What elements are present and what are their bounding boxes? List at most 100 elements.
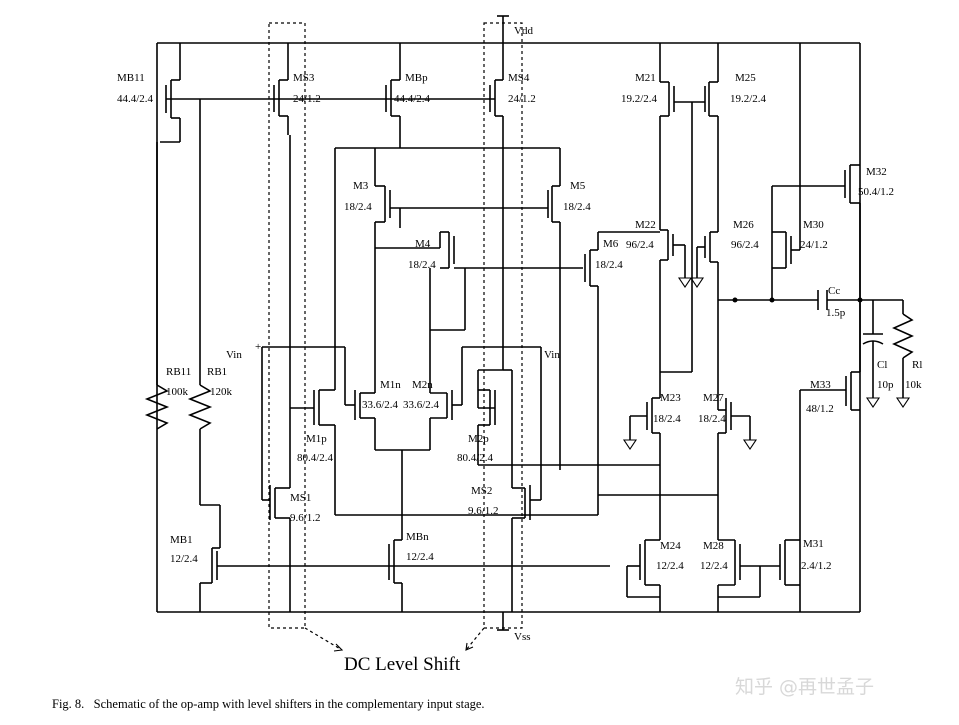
- m26-name: M26: [733, 219, 754, 231]
- cross-wire-lower: [335, 494, 718, 516]
- ms1-transistor: [262, 408, 291, 612]
- m4-name: M4: [415, 238, 431, 250]
- m32-transistor: [771, 164, 861, 300]
- m3-size: 18/2.4: [344, 201, 372, 213]
- m3-transistor: [335, 147, 560, 248]
- m21-transistor: [659, 43, 705, 230]
- m6-transistor: [584, 231, 660, 515]
- ms1-name: MS1: [290, 492, 311, 504]
- ms3-name: MS3: [293, 72, 315, 84]
- m2p-transistor: [477, 137, 660, 466]
- m1n-transistor: [345, 248, 376, 450]
- m28-name: M28: [703, 540, 724, 552]
- rb11-value: 100k: [166, 386, 189, 398]
- ms2-name: MS2: [471, 485, 492, 497]
- m26-size: 96/2.4: [731, 239, 759, 251]
- rb1-value: 120k: [210, 386, 233, 398]
- mbn-transistor: [388, 539, 403, 612]
- m1p-name: M1p: [306, 433, 327, 445]
- m27-transistor: [691, 366, 758, 540]
- m31-transistor: [760, 539, 800, 586]
- mb1-size: 12/2.4: [170, 553, 198, 565]
- m30-name: M30: [803, 219, 824, 231]
- m33-transistor: [799, 300, 861, 612]
- terminal-labels: Vdd Vss Vin + Vin: [226, 25, 560, 643]
- dc-level-shift-label: DC Level Shift: [344, 654, 461, 675]
- rl-value: 10k: [905, 379, 922, 391]
- m27-size: 18/2.4: [698, 413, 726, 425]
- m4-transistor: [375, 231, 583, 331]
- mbn-size: 12/2.4: [406, 551, 434, 563]
- m31-size: 2.4/1.2: [801, 560, 832, 572]
- m5-name: M5: [570, 180, 586, 192]
- vdd-rail: [156, 42, 861, 612]
- m22-size: 96/2.4: [626, 239, 654, 251]
- vss-label: Vss: [514, 631, 531, 643]
- mb1-name: MB1: [170, 534, 193, 546]
- m25-transistor: [704, 43, 719, 232]
- rb11-resistor: [144, 142, 170, 430]
- m26-transistor: [689, 120, 719, 366]
- mb11-transistor: [160, 43, 290, 143]
- m6-name: M6: [603, 238, 619, 250]
- m25-name: M25: [735, 72, 756, 84]
- mbp-size: 44.4/2.4: [394, 93, 431, 105]
- m33-size: 48/1.2: [806, 403, 834, 415]
- mbp-name: MBp: [405, 72, 428, 84]
- cl-capacitor: [862, 300, 884, 408]
- cc-value: 1.5p: [826, 307, 846, 319]
- m6-size: 18/2.4: [595, 259, 623, 271]
- m2p-name: M2p: [468, 433, 489, 445]
- m23-transistor: [622, 371, 692, 540]
- m25-size: 19.2/2.4: [730, 93, 767, 105]
- rl-resistor: [892, 300, 914, 408]
- m24-name: M24: [660, 540, 681, 552]
- m22-transistor: [659, 229, 693, 372]
- m4-size: 18/2.4: [408, 259, 436, 271]
- mb11-size: 44.4/2.4: [117, 93, 154, 105]
- transistor-labels: MB11 44.4/2.4 MS3 24/1.2 MBp 44.4/2.4 MS…: [117, 72, 894, 572]
- mb1-transistor: [199, 504, 610, 612]
- m2n-size: 33.6/2.4: [403, 399, 440, 411]
- m23-size: 18/2.4: [653, 413, 681, 425]
- m3-name: M3: [353, 180, 369, 192]
- m1n-name: M1n: [380, 379, 401, 391]
- m32-size: 50.4/1.2: [858, 186, 894, 198]
- rb1-resistor: [187, 99, 213, 505]
- vss-terminal: [497, 612, 509, 631]
- mb11-name: MB11: [117, 72, 145, 84]
- m5-transistor: [547, 148, 561, 470]
- mbp-transistor: [290, 43, 495, 148]
- vin-plus-sign: +: [255, 341, 261, 353]
- ms4-name: MS4: [508, 72, 530, 84]
- vin-minus-line: [461, 346, 542, 500]
- rb1-name: RB1: [207, 366, 227, 378]
- m30-size: 24/1.2: [800, 239, 828, 251]
- m21-name: M21: [635, 72, 656, 84]
- ms4-transistor: [489, 43, 504, 137]
- mbn-name: MBn: [406, 531, 429, 543]
- m21-size: 19.2/2.4: [621, 93, 658, 105]
- m23-name: M23: [660, 392, 681, 404]
- level-shift-box-right: [465, 22, 523, 651]
- cl-name: Cl: [877, 359, 887, 371]
- m24-transistor: [626, 539, 661, 612]
- m30-transistor: [772, 43, 801, 269]
- m24-size: 12/2.4: [656, 560, 684, 572]
- m2n-transistor: [375, 330, 462, 540]
- m33-name: M33: [810, 379, 831, 391]
- m2p-size: 80.4/2.4: [457, 452, 494, 464]
- m1n-size: 33.6/2.4: [362, 399, 399, 411]
- ms1-size: 9.6/1.2: [290, 512, 321, 524]
- cl-value: 10p: [877, 379, 894, 391]
- ms4-size: 24/1.2: [508, 93, 536, 105]
- m2n-name: M2n: [412, 379, 433, 391]
- cc-capacitor: [817, 290, 828, 310]
- rb11-name: RB11: [166, 366, 191, 378]
- ms3-size: 24/1.2: [293, 93, 321, 105]
- ms2-size: 9.6/1.2: [468, 505, 499, 517]
- vdd-label: Vdd: [514, 25, 533, 37]
- m1p-transistor: [289, 135, 336, 515]
- vin-plus-label: Vin: [226, 349, 242, 361]
